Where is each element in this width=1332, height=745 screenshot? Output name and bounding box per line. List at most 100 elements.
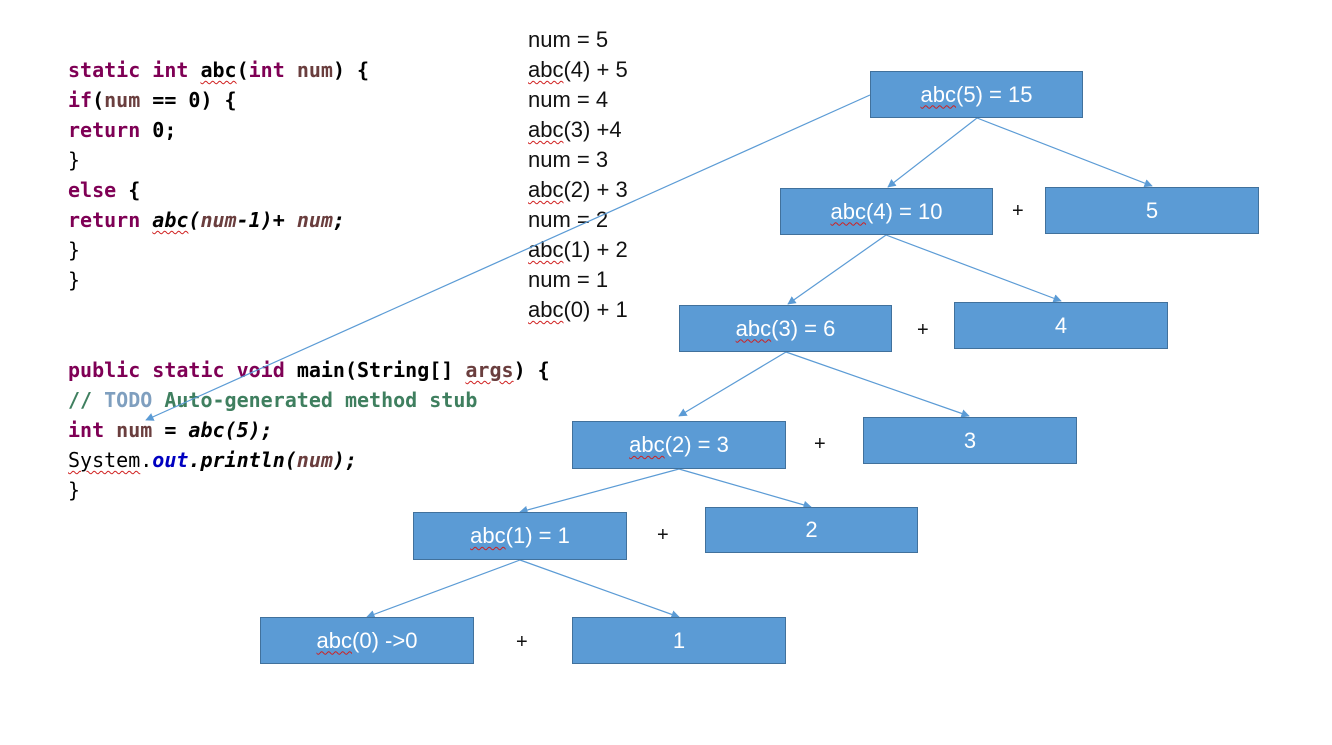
code-token: ; <box>332 208 345 232</box>
keyword-void: void <box>236 358 285 382</box>
keyword-public: public <box>68 358 141 382</box>
code-token: == 0) { <box>140 88 237 112</box>
call-fn: abc <box>920 81 957 107</box>
trace-text: num = 4 <box>528 87 609 112</box>
call-fn: abc <box>470 523 506 548</box>
code-token: = <box>152 418 189 442</box>
keyword-static: static <box>68 58 141 82</box>
keyword-int: int <box>248 58 285 82</box>
edge-call-to-main <box>145 94 871 421</box>
plus-sign: + <box>1012 200 1024 222</box>
value-text: 4 <box>1054 312 1068 338</box>
var-num: num <box>200 208 237 232</box>
trace-text: (2) + 3 <box>563 177 628 202</box>
code-line: // TODO Auto-generated method stub <box>68 385 550 415</box>
code-line: } <box>68 265 550 295</box>
code-token: (5); <box>224 418 273 442</box>
value-text: 2 <box>805 517 818 542</box>
trace-text: num = 1 <box>528 267 609 292</box>
method-call: abc <box>188 418 225 442</box>
code-token: 0; <box>140 118 177 142</box>
var-num: num <box>296 448 333 472</box>
call-box-abc3: abc(3) = 6 <box>679 305 892 352</box>
trace-fn: abc <box>528 117 564 142</box>
recursion-trace: num = 5 abc(4) + 5 num = 4 abc(3) +4 num… <box>528 25 628 325</box>
call-box-abc4: abc(4) = 10 <box>780 188 993 235</box>
plus-sign: + <box>516 631 528 653</box>
code-token: ( <box>236 58 249 82</box>
call-fn: abc <box>830 198 867 224</box>
plus-sign: + <box>814 433 826 455</box>
plus-sign: + <box>657 524 669 546</box>
call-result: (1) = 1 <box>505 523 570 548</box>
trace-fn: abc <box>528 177 564 202</box>
code-line: } <box>68 475 550 505</box>
comment: // <box>68 388 105 412</box>
todo-tag: TODO <box>104 388 153 412</box>
edge-4-to-3 <box>787 234 887 305</box>
call-fn: abc <box>735 315 772 341</box>
value-box-1: 1 <box>572 617 786 664</box>
keyword-static: static <box>152 358 225 382</box>
var-num: num <box>296 208 333 232</box>
call-fn: abc <box>316 627 353 653</box>
trace-text: num = 5 <box>528 27 609 52</box>
code-line: return abc(num-1)+ num; <box>68 205 550 235</box>
call-box-abc1: abc(1) = 1 <box>413 512 627 560</box>
code-token: ) { <box>513 358 550 382</box>
keyword-int: int <box>68 418 105 442</box>
code-line: } <box>68 235 550 265</box>
code-token: } <box>68 268 81 292</box>
code-token: } <box>68 148 81 172</box>
code-line: return 0; <box>68 115 550 145</box>
trace-line: num = 3 <box>528 145 628 175</box>
method-call: abc <box>152 208 189 232</box>
call-result: (2) = 3 <box>664 432 729 457</box>
trace-fn: abc <box>528 297 564 322</box>
code-token: ); <box>332 448 358 472</box>
code-token: ) { <box>332 58 370 82</box>
trace-line: num = 1 <box>528 265 628 295</box>
edge-5-to-4 <box>887 117 978 188</box>
code-token: . <box>140 448 153 472</box>
code-token: ( <box>92 88 105 112</box>
trace-text: (4) + 5 <box>563 57 628 82</box>
edge-2-to-1 <box>519 468 680 515</box>
edge-1-to-val1 <box>519 559 680 619</box>
main-signature: main(String[] <box>296 358 466 382</box>
edge-2-to-val2 <box>678 468 812 509</box>
value-box-3: 3 <box>863 417 1077 464</box>
code-line: } <box>68 145 550 175</box>
trace-fn: abc <box>528 57 564 82</box>
param-num: num <box>296 58 333 82</box>
keyword-return: return <box>68 118 141 142</box>
trace-text: (1) + 2 <box>563 237 628 262</box>
code-line: public static void main(String[] args) { <box>68 355 550 385</box>
class-system: System <box>68 448 141 472</box>
trace-text: (3) +4 <box>563 117 622 142</box>
trace-line: abc(2) + 3 <box>528 175 628 205</box>
code-token: { <box>116 178 141 202</box>
value-box-5: 5 <box>1045 187 1259 234</box>
comment: Auto-generated method stub <box>152 388 478 412</box>
value-text: 1 <box>672 627 686 653</box>
method-println: .println( <box>188 448 297 472</box>
call-box-abc5: abc(5) = 15 <box>870 71 1083 118</box>
call-box-abc2: abc(2) = 3 <box>572 421 786 469</box>
call-result: (0) ->0 <box>352 627 418 653</box>
trace-text: (0) + 1 <box>563 297 628 322</box>
code-line: System.out.println(num); <box>68 445 550 475</box>
keyword-int: int <box>152 58 189 82</box>
call-box-abc0: abc(0) ->0 <box>260 617 474 664</box>
trace-line: abc(3) +4 <box>528 115 628 145</box>
plus-sign: + <box>917 319 929 341</box>
call-result: (4) = 10 <box>866 198 943 224</box>
value-box-4: 4 <box>954 302 1168 349</box>
edge-5-to-val5 <box>976 117 1153 188</box>
keyword-return: return <box>68 208 141 232</box>
call-result: (3) = 6 <box>771 315 836 341</box>
code-listing: static int abc(int num) { if(num == 0) {… <box>68 55 550 505</box>
trace-text: num = 3 <box>528 147 609 172</box>
trace-line: num = 5 <box>528 25 628 55</box>
